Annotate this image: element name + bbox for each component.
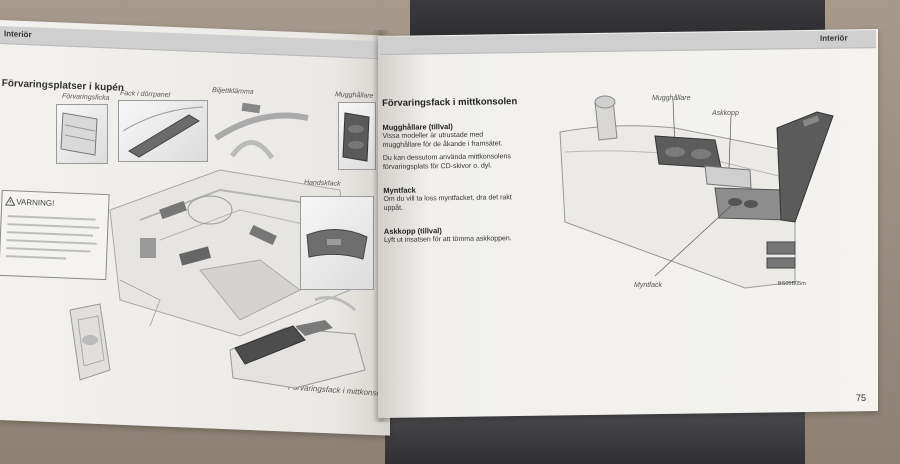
warning-title: VARNING! xyxy=(16,197,55,208)
thumb-storage-pocket xyxy=(56,104,108,164)
page-number: 75 xyxy=(856,393,867,403)
warning-text-line xyxy=(7,215,96,221)
black-folder-bottom xyxy=(385,412,805,464)
warning-triangle-icon xyxy=(5,196,16,206)
cup-holder-side-drawing xyxy=(69,303,111,381)
warning-text-line xyxy=(7,223,100,229)
diagram-label-askkopp: Askkopp xyxy=(712,110,739,117)
warning-text-line xyxy=(6,247,91,253)
warning-text-line xyxy=(6,239,97,245)
center-console-drawing xyxy=(229,296,366,389)
diagram-code: BS05B05m xyxy=(778,281,806,287)
label-mugghallare-left: Mugghållare xyxy=(334,91,374,100)
right-header-text: Interiör xyxy=(820,33,848,43)
thumb-door-panel xyxy=(118,100,208,162)
mugghallare-text-1: Vissa modeller är utrustade med mugghåll… xyxy=(382,131,503,149)
car-interior-drawing xyxy=(109,169,351,337)
myntfack-text: Om du vill ta loss myntfacket, dra det r… xyxy=(383,194,512,212)
storage-pocket-drawing xyxy=(60,112,98,156)
diagram-label-mugghallare: Mugghållare xyxy=(652,95,691,102)
warning-box: VARNING! xyxy=(0,189,110,281)
right-page-text-column: Förvaringsfack i mittkonsolen Mugghållar… xyxy=(382,96,524,245)
warning-text-line xyxy=(7,231,94,237)
ticket-clip-drawing xyxy=(214,102,309,160)
mugghallare-text-2: Du kan dessutom använda mittkonsolens fö… xyxy=(382,153,511,171)
door-panel-drawing xyxy=(122,106,204,158)
console-diagram xyxy=(559,95,834,289)
left-header-text: Interiör xyxy=(4,29,32,40)
warning-text-line xyxy=(6,255,67,260)
thumb-glovebox xyxy=(300,196,374,290)
thumb-ticket-clip xyxy=(212,98,310,160)
diagram-label-myntfack: Myntfack xyxy=(634,282,663,289)
thumb-cup-holder xyxy=(338,102,376,170)
cup-holder-drawing xyxy=(342,112,370,162)
section-title: Förvaringsfack i mittkonsolen xyxy=(382,96,518,109)
glovebox-drawing xyxy=(306,229,368,260)
